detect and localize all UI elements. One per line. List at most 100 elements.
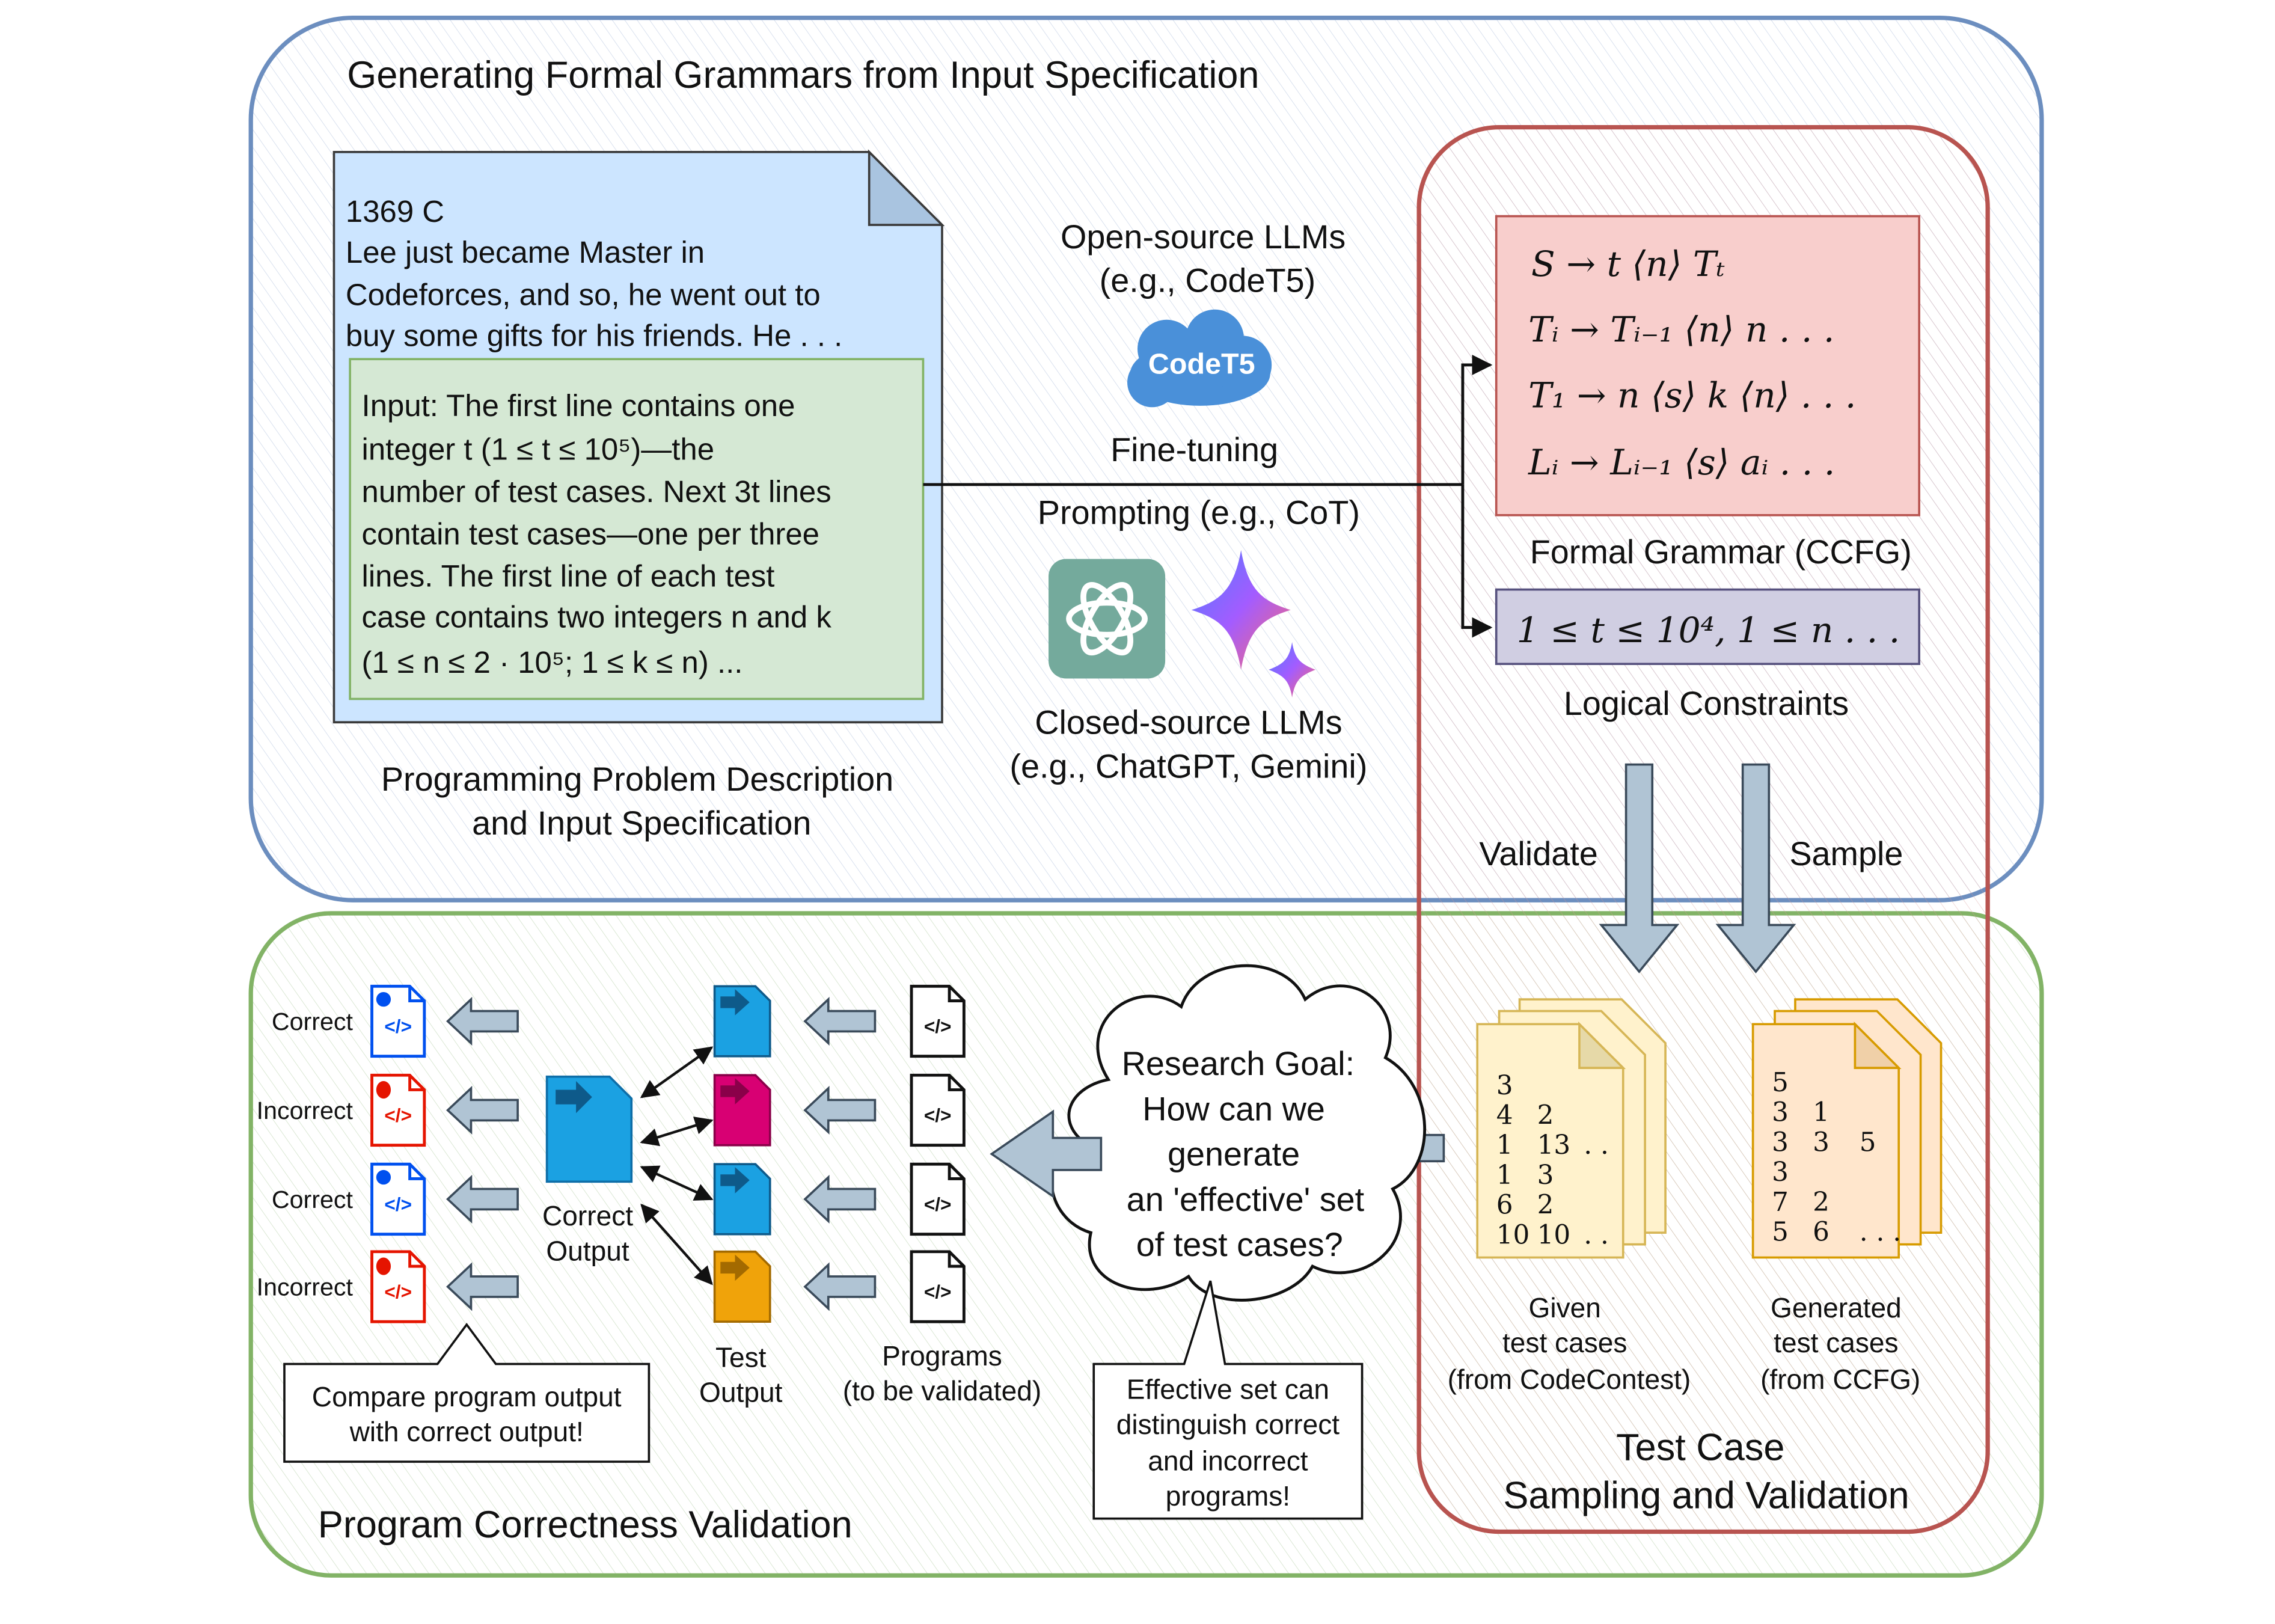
spec-line: lines. The first line of each test [362, 559, 775, 593]
compare-line1: Compare program output [312, 1381, 622, 1412]
formal-grammar-box: S → t ⟨n⟩ Tₜ Tᵢ → Tᵢ₋₁ ⟨n⟩ n . . . T₁ → … [1495, 215, 1920, 516]
generated-testcase-value: 5 [1772, 1217, 1789, 1248]
given-testcase-value: 3 [1496, 1070, 1513, 1101]
code-glyph: </> [384, 1193, 412, 1215]
test-output-file-icon [713, 1250, 771, 1323]
given-testcase-value: 1 [1496, 1130, 1513, 1160]
code-glyph: </> [924, 1281, 952, 1302]
generated-testcase-value: . . . [1860, 1217, 1901, 1248]
grammar-rule: S → t ⟨n⟩ Tₜ [1531, 244, 1725, 284]
program-to-output-arrow [803, 1174, 877, 1224]
compare-callout: Compare program output with correct outp… [283, 1322, 651, 1463]
test-output-file-icon [713, 985, 771, 1058]
connector-to-constraints [1461, 484, 1493, 638]
programs-label-line1: Programs [882, 1340, 1002, 1371]
given-caption-line: test cases [1502, 1327, 1627, 1358]
program-to-output-arrow [803, 996, 877, 1046]
given-testcase-value: 2 [1537, 1100, 1554, 1131]
given-testcase-value: 6 [1496, 1190, 1513, 1221]
output-to-result-arrow [446, 1174, 519, 1224]
correct-output-label-line2: Output [546, 1235, 629, 1266]
callout-line: and incorrect [1148, 1445, 1308, 1477]
closed-llm-label-line1: Closed-source LLMs [1035, 704, 1342, 741]
logical-constraints-box: 1 ≤ t ≤ 10⁴, 1 ≤ n . . . [1495, 588, 1920, 666]
goal-line: How can we [1142, 1090, 1325, 1127]
check-badge-icon [376, 991, 391, 1007]
closed-llm-label-line2: (e.g., ChatGPT, Gemini) [1009, 747, 1367, 785]
generated-testcase-value: 5 [1772, 1067, 1789, 1098]
program-to-output-arrow [803, 1262, 877, 1311]
spec-line: Input: The first line contains one [362, 388, 795, 423]
code-glyph: </> [924, 1105, 952, 1126]
program-to-output-arrows [803, 996, 877, 1311]
generated-testcase-value: 2 [1813, 1187, 1829, 1218]
spec-line: case contains two integers n and k [362, 600, 832, 634]
test-output-file-icon [713, 1074, 771, 1147]
given-testcase-value: . . [1584, 1130, 1609, 1160]
given-caption-line: Given [1529, 1292, 1601, 1323]
output-to-result-arrow [446, 1085, 519, 1135]
goal-line: Research Goal: [1122, 1045, 1355, 1082]
right-section-title-line2: Sampling and Validation [1503, 1475, 1909, 1517]
generated-testcase-value: 7 [1772, 1187, 1789, 1218]
constraints-caption: Logical Constraints [1564, 685, 1849, 722]
top-section-title: Generating Formal Grammars from Input Sp… [347, 54, 1259, 96]
test-output-file-icon [713, 1163, 771, 1236]
code-glyph: </> [924, 1193, 952, 1215]
program-file-icon: </> [910, 1250, 966, 1323]
given-testcase-value: 2 [1537, 1190, 1554, 1221]
given-caption-line: (from CodeContest) [1448, 1364, 1691, 1395]
sample-arrow [1715, 763, 1796, 973]
program-file-icon: </> [910, 1162, 966, 1236]
callout-line: distinguish correct [1116, 1409, 1340, 1440]
grammar-caption: Formal Grammar (CCFG) [1530, 533, 1912, 571]
given-testcase-value: . . [1584, 1219, 1609, 1250]
given-testcase-value: 13 [1537, 1130, 1571, 1160]
validate-label: Validate [1479, 835, 1597, 872]
given-testcases-stack [1476, 998, 1667, 1259]
test-outputs-column [713, 985, 771, 1323]
gemini-icon [1191, 550, 1315, 698]
correct-program-icon: </> [370, 984, 426, 1058]
program-file-icon: </> [910, 984, 966, 1058]
result-label: Incorrect [257, 1097, 354, 1124]
constraint-text: 1 ≤ t ≤ 10⁴, 1 ≤ n . . . [1517, 610, 1900, 651]
generated-testcase-value: 3 [1813, 1127, 1829, 1157]
generated-caption-line: (from CCFG) [1760, 1364, 1920, 1395]
generated-testcase-value: 3 [1772, 1127, 1789, 1157]
incorrect-program-icon: </> [370, 1250, 426, 1323]
prompting-label: Prompting (e.g., CoT) [1038, 494, 1360, 531]
problem-id: 1369 C [346, 194, 444, 228]
problem-caption-line2: and Input Specification [472, 804, 811, 842]
bottom-section-title: Program Correctness Validation [318, 1504, 853, 1546]
generated-testcase-value: 5 [1860, 1127, 1876, 1157]
generated-caption-line: Generated [1771, 1292, 1902, 1323]
open-llm-label-line1: Open-source LLMs [1061, 218, 1346, 256]
codet5-logo-text: CodeT5 [1148, 348, 1255, 381]
check-badge-icon [376, 1169, 391, 1185]
goal-to-programs-arrow [990, 1109, 1103, 1199]
grammar-rule: T₁ → n ⟨s⟩ k ⟨n⟩ . . . [1528, 375, 1856, 415]
finetuning-label: Fine-tuning [1110, 431, 1278, 468]
input-specification-box: Input: The first line contains one integ… [349, 358, 925, 700]
given-testcase-value: 10 [1496, 1219, 1530, 1250]
generated-testcases-stack [1751, 998, 1943, 1259]
problem-caption-line1: Programming Problem Description [381, 761, 893, 798]
goal-line: an 'effective' set [1127, 1181, 1365, 1218]
output-to-result-arrow [446, 996, 519, 1046]
goal-line: generate [1168, 1136, 1300, 1173]
spec-line: contain test cases—one per three [362, 516, 819, 551]
generated-testcase-value: 3 [1772, 1097, 1789, 1128]
connector-to-grammar [1461, 354, 1493, 485]
problem-desc-line: Codeforces, and so, he went out to [346, 278, 821, 312]
codet5-cloud-icon: CodeT5 [1127, 309, 1272, 408]
result-label: Incorrect [257, 1273, 354, 1301]
correct-program-icon: </> [370, 1162, 426, 1236]
result-arrows [446, 996, 519, 1311]
program-file-icon: </> [910, 1073, 966, 1147]
generated-testcase-value: 1 [1813, 1097, 1829, 1128]
grammar-rule: Tᵢ → Tᵢ₋₁ ⟨n⟩ n . . . [1528, 309, 1834, 350]
callout-line: programs! [1166, 1480, 1290, 1512]
